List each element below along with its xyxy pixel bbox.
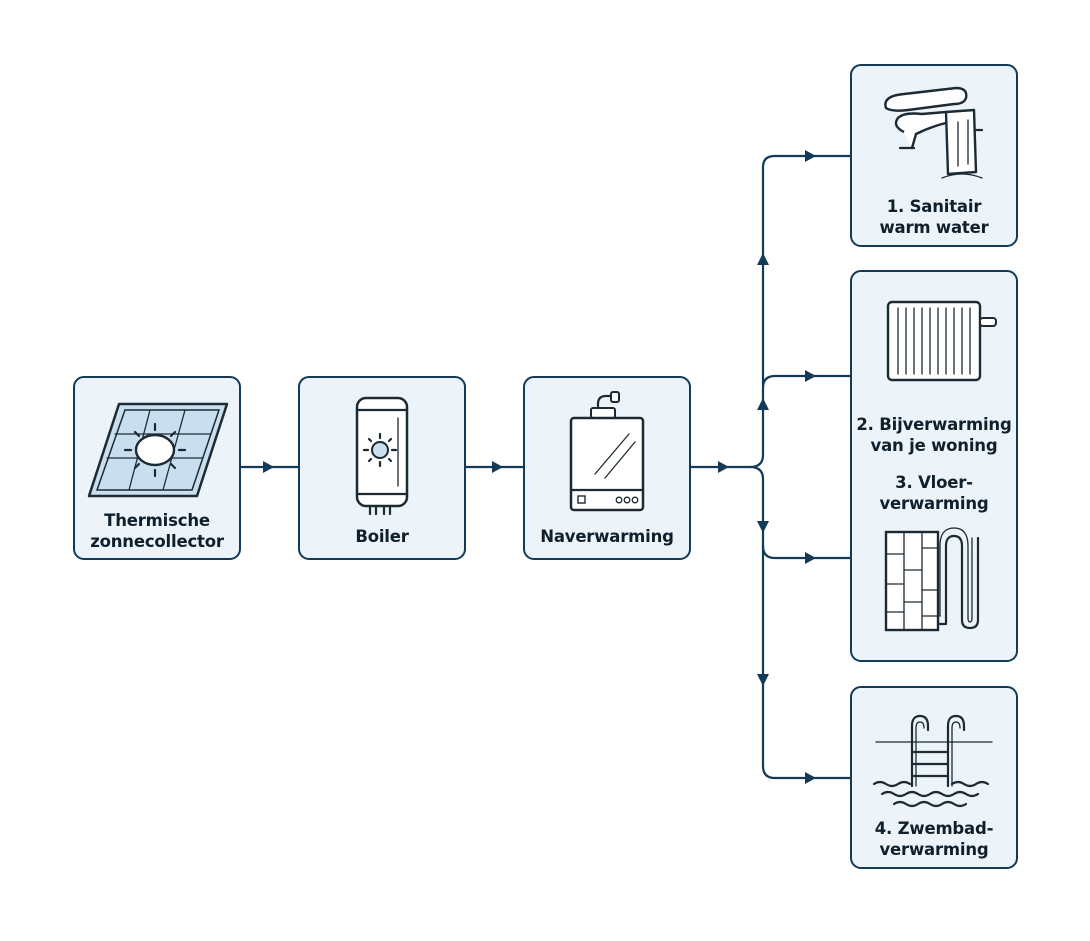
node-sanitair-warm-water: 1. Sanitair warm water [850, 64, 1018, 247]
arrow-up-upper [757, 253, 769, 265]
arrow-down-upper [757, 521, 769, 533]
radiator-icon [886, 300, 997, 382]
collector-label-line1: Thermische [104, 511, 210, 530]
node-boiler: Boiler [298, 376, 466, 560]
faucet-icon [884, 86, 984, 179]
node-bijverwarming-vloerverwarming: 2. Bijverwarming van je woning 3. Vloer-… [850, 270, 1018, 662]
boiler-label: Boiler [355, 527, 409, 546]
gas-heater-icon [569, 391, 645, 512]
sanitair-label-line2: warm water [879, 218, 989, 237]
pool-ladder-icon [872, 714, 993, 808]
bijverwarming-label-line1: 2. Bijverwarming [856, 415, 1012, 434]
branch-vloer [761, 545, 850, 560]
arrow-to-sanitair [805, 150, 816, 162]
vloer-label-line2: verwarming [879, 494, 989, 513]
arrow-to-zwembad [805, 772, 816, 784]
floor-heating-icon [884, 527, 980, 632]
solar-collector-icon [87, 402, 229, 498]
boiler-icon [355, 396, 409, 516]
vloer-label-line1: 3. Vloer- [895, 473, 973, 492]
branch-bijverwarming [761, 374, 850, 389]
branch-zwembad [749, 465, 850, 780]
sanitair-label-line1: 1. Sanitair [886, 197, 982, 216]
collector-label-line2: zonnecollector [90, 532, 224, 551]
node-zwembadverwarming: 4. Zwembad- verwarming [850, 686, 1018, 869]
arrow-to-bus [718, 461, 729, 473]
naverwarming-label: Naverwarming [540, 527, 674, 546]
arrow-up-lower [757, 398, 769, 410]
bijverwarming-label-line2: van je woning [870, 436, 998, 455]
branch-sanitair [749, 154, 850, 469]
zwembad-label-line2: verwarming [879, 840, 989, 859]
arrow-to-vloer [805, 552, 816, 564]
arrow-to-bijverwarming [805, 370, 816, 382]
zwembad-label-line1: 4. Zwembad- [874, 819, 994, 838]
arrow-to-boiler [263, 461, 274, 473]
arrow-down-lower [757, 674, 769, 686]
node-naverwarming: Naverwarming [523, 376, 691, 560]
arrow-to-naverwarming [492, 461, 503, 473]
node-thermische-zonnecollector: Thermische zonnecollector [73, 376, 241, 560]
